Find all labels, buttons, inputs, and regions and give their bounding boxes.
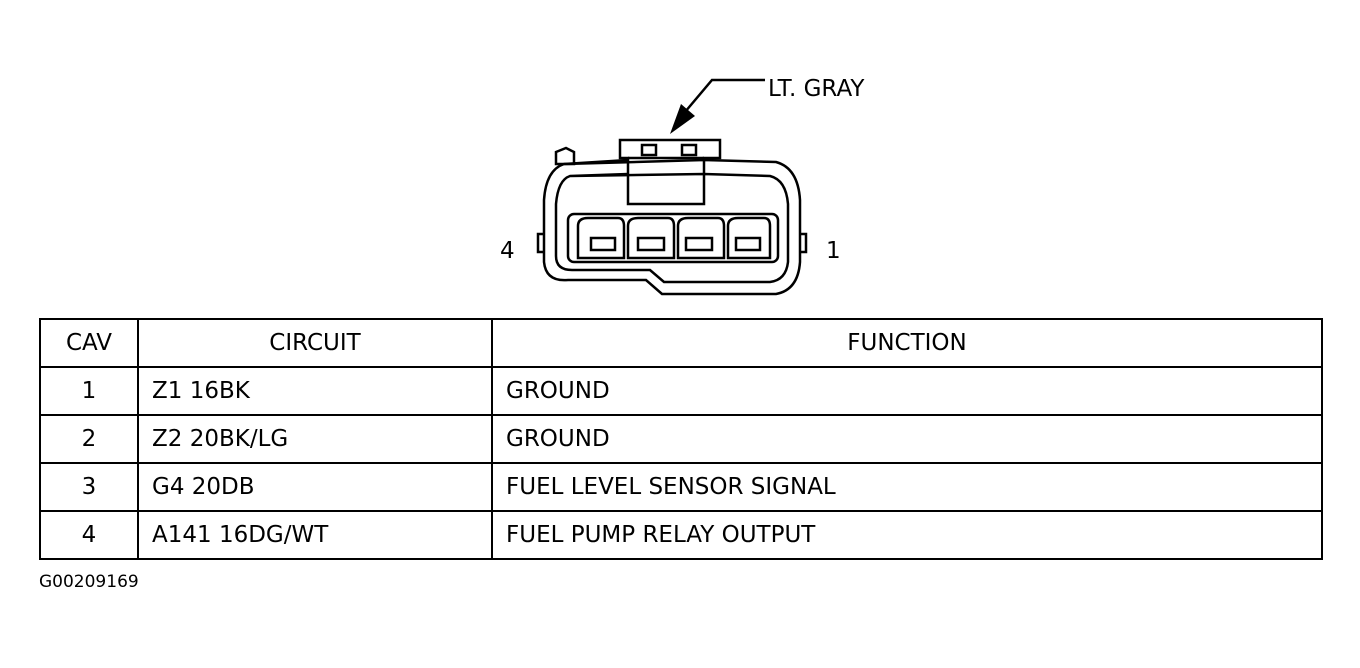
connector-color-label: LT. GRAY <box>768 76 865 102</box>
circuit-cell: Z1 16BK <box>137 366 493 416</box>
cavity-4-label: 4 <box>500 238 515 264</box>
cavity-1-label: 1 <box>826 238 841 264</box>
header-circuit: CIRCUIT <box>137 318 493 368</box>
cav-cell: 4 <box>39 510 139 560</box>
figure-id: G00209169 <box>39 572 139 592</box>
cav-cell: 2 <box>39 414 139 464</box>
header-function: FUNCTION <box>491 318 1323 368</box>
connector-housing <box>536 158 808 296</box>
function-cell: FUEL PUMP RELAY OUTPUT <box>491 510 1323 560</box>
table-row: 4 A141 16DG/WT FUEL PUMP RELAY OUTPUT <box>39 510 1323 560</box>
cavity-2-terminal <box>684 236 714 252</box>
circuit-cell: A141 16DG/WT <box>137 510 493 560</box>
table-row: 1 Z1 16BK GROUND <box>39 366 1323 416</box>
circuit-cell: Z2 20BK/LG <box>137 414 493 464</box>
connector-side-nub <box>554 146 576 166</box>
color-callout-leader <box>684 78 765 113</box>
cavity-circuit-table: CAV CIRCUIT FUNCTION 1 Z1 16BK GROUND 2 … <box>39 318 1323 560</box>
cavity-3-terminal <box>636 236 666 252</box>
function-cell: GROUND <box>491 414 1323 464</box>
callout-arrowhead <box>670 104 695 134</box>
cav-cell: 1 <box>39 366 139 416</box>
circuit-cell: G4 20DB <box>137 462 493 512</box>
cav-cell: 3 <box>39 462 139 512</box>
table-header-row: CAV CIRCUIT FUNCTION <box>39 318 1323 368</box>
table-row: 3 G4 20DB FUEL LEVEL SENSOR SIGNAL <box>39 462 1323 512</box>
cavity-4-terminal <box>589 236 617 252</box>
cavity-1-terminal <box>734 236 762 252</box>
header-cav: CAV <box>39 318 139 368</box>
connector-illustration: LT. GRAY 4 1 <box>500 76 865 296</box>
connector-latch <box>618 138 722 206</box>
function-cell: GROUND <box>491 366 1323 416</box>
connector-cavities <box>576 216 772 260</box>
table-row: 2 Z2 20BK/LG GROUND <box>39 414 1323 464</box>
function-cell: FUEL LEVEL SENSOR SIGNAL <box>491 462 1323 512</box>
